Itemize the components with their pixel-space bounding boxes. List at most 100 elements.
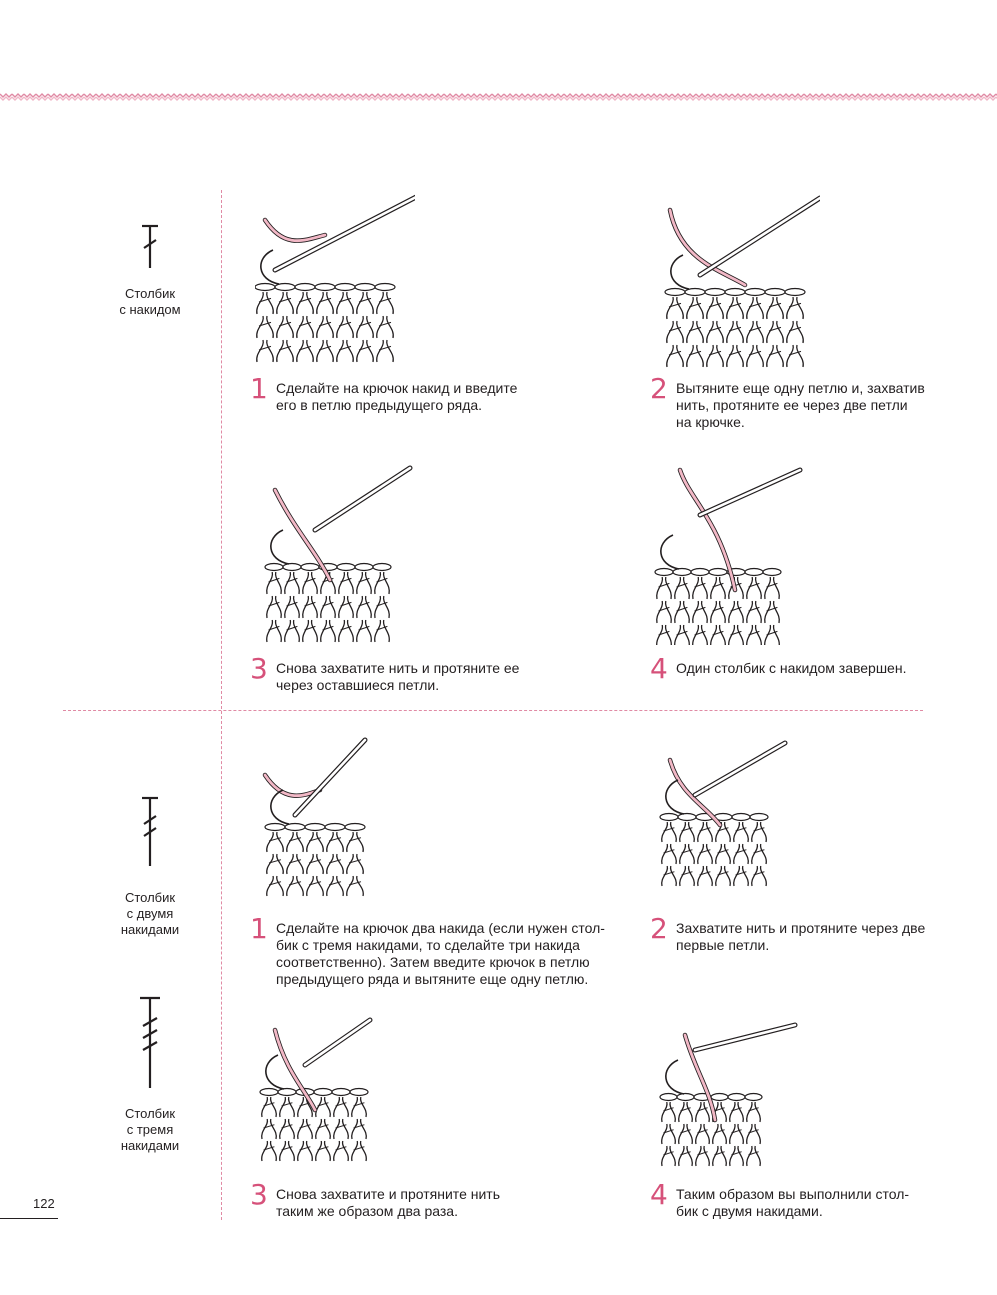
stitch-strand <box>751 821 759 843</box>
stitch-strand <box>737 1145 744 1167</box>
stitch-bar <box>338 321 352 327</box>
stitch-strand <box>336 291 344 315</box>
stitch-strand <box>359 1140 367 1162</box>
stitch-strand <box>326 315 334 339</box>
yarn-strand <box>263 218 327 243</box>
stitch-strand <box>716 320 724 344</box>
stitch-strand <box>716 344 724 368</box>
stitch-bar <box>748 326 762 332</box>
stitch-bar <box>676 582 688 588</box>
chain-loop <box>277 1087 297 1097</box>
stitch-strand <box>315 1140 323 1162</box>
stitch-bar <box>328 859 342 864</box>
chain-loop <box>676 1092 695 1102</box>
chain-loop <box>372 562 392 572</box>
stitch-strand <box>756 296 764 320</box>
stitch-strand <box>786 344 794 368</box>
stitch-strand <box>697 843 705 865</box>
stitch-strand <box>386 339 394 363</box>
stitch-bar <box>708 302 722 308</box>
step-illustration-tr-completed <box>659 1022 798 1167</box>
stitch-strand <box>718 576 726 600</box>
stitch-bar <box>663 827 675 832</box>
stitch-bar <box>278 321 292 327</box>
stitch-strand <box>692 600 700 624</box>
stitch-strand <box>302 571 310 595</box>
stitch-strand <box>682 600 690 624</box>
stitch-strand <box>723 821 731 843</box>
stitch-strand <box>737 1123 744 1145</box>
chain-loop <box>304 822 326 832</box>
stitch-bar <box>376 601 388 607</box>
chain-loop <box>313 1087 333 1097</box>
stitch-bar <box>299 1102 311 1107</box>
stitch-strand <box>687 821 695 843</box>
stitch-bar <box>322 625 334 631</box>
stitch-strand <box>341 1118 349 1140</box>
stitch-strand <box>359 1118 367 1140</box>
stitch-strand <box>286 853 294 875</box>
stitch-strand <box>695 1123 702 1145</box>
stitch-swatch <box>654 567 782 645</box>
stitch-strand <box>276 875 284 897</box>
stitch-strand <box>338 619 346 643</box>
stitch-strand <box>746 576 754 600</box>
stitch-strand <box>661 1123 668 1145</box>
stitch-strand <box>269 1096 277 1118</box>
stitch-strand <box>661 1101 668 1123</box>
stitch-strand <box>764 600 772 624</box>
stitch-strand <box>746 624 754 645</box>
stitch-bar <box>708 350 722 356</box>
stitch-bar <box>748 302 762 308</box>
stitch-strand <box>341 1140 349 1162</box>
stitch-strand <box>351 1140 359 1162</box>
stitch-strand <box>746 320 754 344</box>
stitch-bar <box>663 871 675 876</box>
stitch-strand <box>297 1096 305 1118</box>
step-number: 4 <box>650 1178 668 1211</box>
chain-loop <box>784 287 806 297</box>
stitch-bar <box>768 302 782 308</box>
stitch-strand <box>316 853 324 875</box>
chain-loop <box>659 812 679 822</box>
stitch-bar <box>697 1129 708 1134</box>
stitch-bar <box>788 326 802 332</box>
stitch-strand <box>756 344 764 368</box>
chain-loop <box>336 562 356 572</box>
stitch-strand <box>759 843 767 865</box>
step-dc-1: 1 Сделайте на крючок накид и введите его… <box>250 375 517 414</box>
stitch-bar <box>288 881 302 886</box>
chain-loop <box>744 1092 763 1102</box>
stitch-strand <box>678 1101 685 1123</box>
page-number: 122 <box>33 1196 55 1211</box>
stitch-bar <box>735 849 747 854</box>
stitch-strand <box>279 1096 287 1118</box>
stitch-strand <box>284 595 292 619</box>
stitch-strand <box>695 1101 702 1123</box>
stitch-strand <box>705 865 713 887</box>
stitch-bar <box>753 871 765 876</box>
stitch-strand <box>741 865 749 887</box>
stitch-bar <box>299 1146 311 1151</box>
stitch-strand <box>700 600 708 624</box>
stitch-bar <box>318 297 332 303</box>
stitch-strand <box>686 320 694 344</box>
motion-arrow <box>665 779 685 815</box>
stitch-bar <box>748 606 760 612</box>
chain-loop <box>294 282 316 292</box>
stitch-strand <box>686 1101 693 1123</box>
stitch-strand <box>287 1140 295 1162</box>
crochet-hook-inner <box>273 196 415 272</box>
stitch-bar <box>340 577 352 583</box>
stitch-bar <box>717 827 729 832</box>
stitch-strand <box>766 344 774 368</box>
stitch-strand <box>669 1101 676 1123</box>
stitch-strand <box>729 1123 736 1145</box>
stitch-strand <box>746 1101 753 1123</box>
stitch-strand <box>356 831 364 853</box>
crochet-hook-inner <box>293 738 367 817</box>
stitch-strand <box>261 1118 269 1140</box>
stitch-bar <box>318 345 332 351</box>
stitch-strand <box>333 1096 341 1118</box>
stitch-bar <box>258 321 272 327</box>
